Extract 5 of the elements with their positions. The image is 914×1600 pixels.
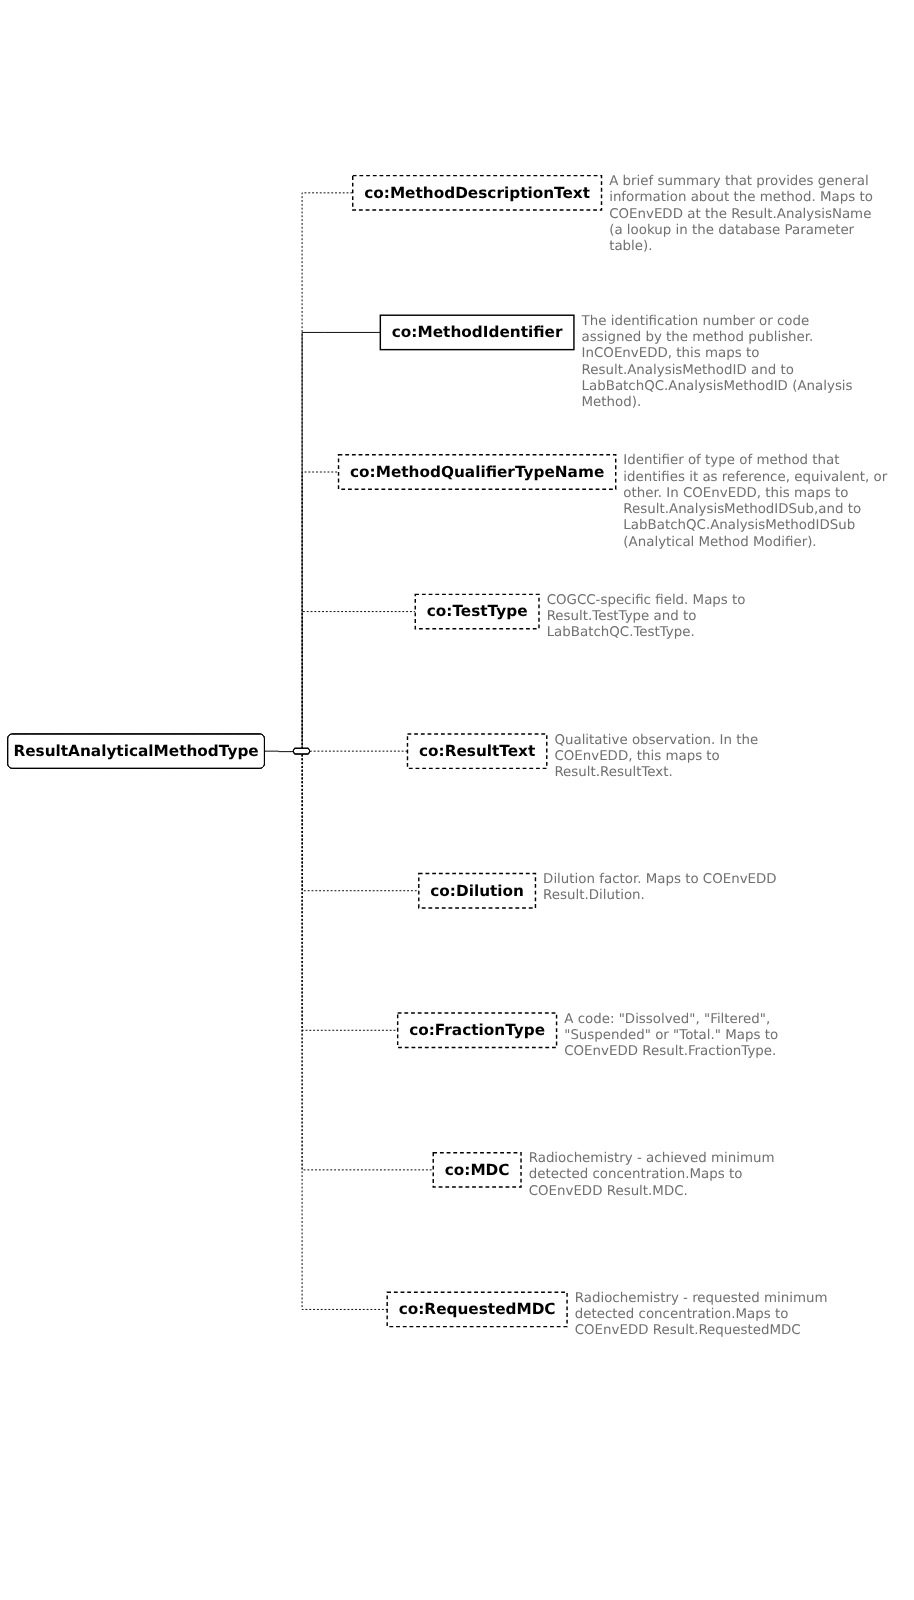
connector [301,610,416,749]
connector [301,753,388,1310]
connector [301,331,381,749]
connector [309,749,408,752]
connector [264,749,295,752]
